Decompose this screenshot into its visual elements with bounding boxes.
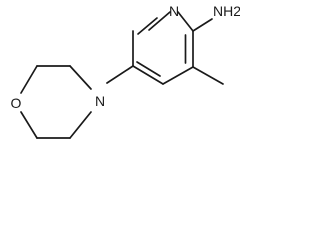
morpholine-oxygen-label: O (11, 95, 22, 111)
morpholine-nitrogen-label: N (95, 93, 105, 109)
bond-c2-nh2 (192, 18, 213, 32)
bond-c3-methyl (192, 66, 224, 85)
bond-c4-c5 (132, 65, 164, 85)
bond-c5-morpholine-n (106, 65, 134, 84)
bond-cd-mn (69, 111, 92, 139)
bond-c6-n1 (148, 11, 171, 31)
bond-o-cc (20, 111, 38, 139)
amine-label: NH2 (213, 3, 240, 19)
bond-c3-c4 (162, 66, 194, 85)
bond-n1-c2 (177, 11, 194, 32)
bond-cb-o (20, 65, 38, 94)
bond-c6-n1-double (137, 17, 158, 35)
bond-mn-ca (69, 65, 92, 90)
bond-c4-c5-double (136, 61, 161, 77)
chemical-structure: N NH2 N O (11, 3, 240, 139)
ring-nitrogen-label: N (169, 3, 179, 19)
